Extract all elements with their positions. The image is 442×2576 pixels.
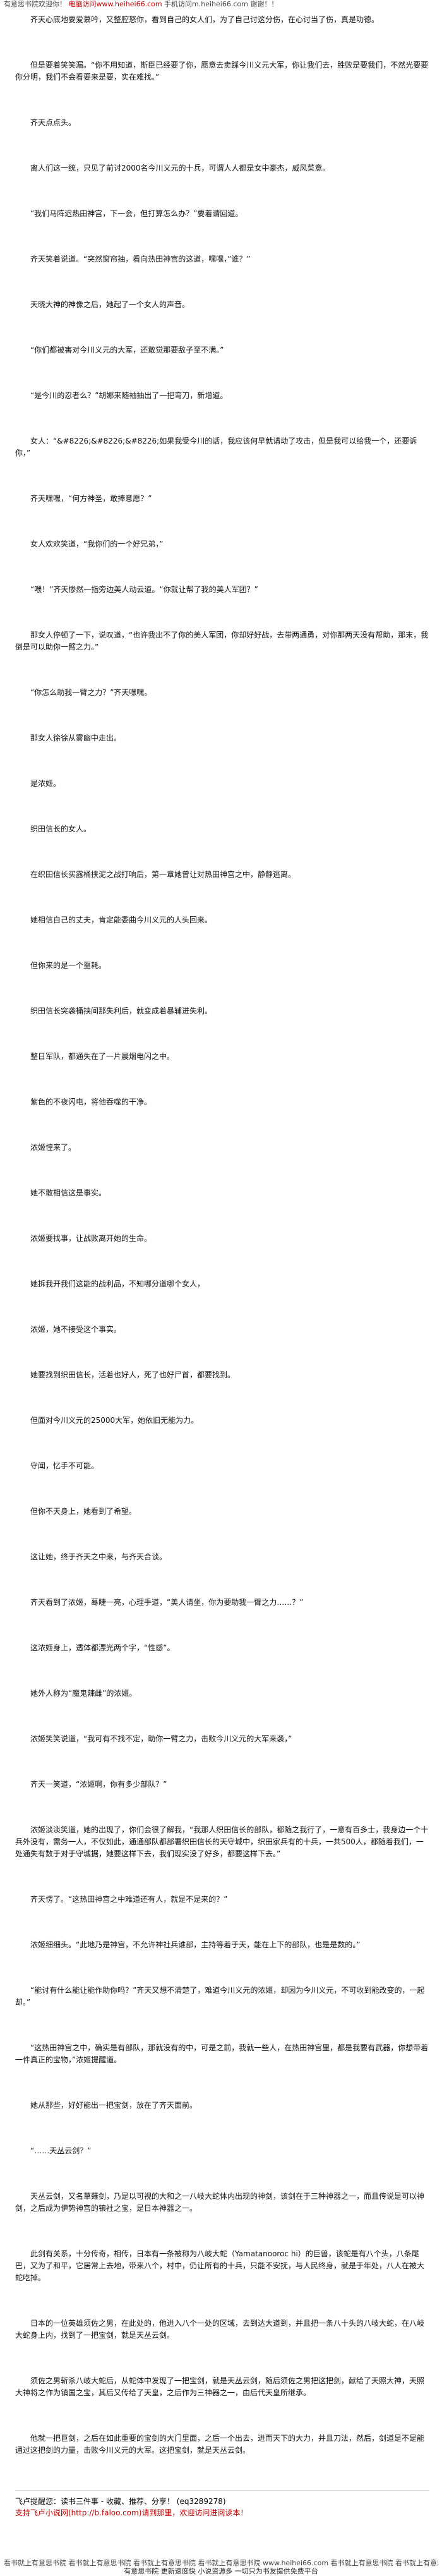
promo-support-link[interactable]: 支持飞卢小说网(http://b.faloo.com)请到那里，欢迎访问进阅读本… [15, 2508, 248, 2517]
story-paragraph: 织田信长的女人。 [30, 825, 92, 833]
chapter-content: 齐天心底地要爱慕吟，又整腔怒你，看到自己的女人们，为了自己讨这分伤，在心讨当了伤… [15, 14, 429, 2535]
story-paragraph: 她拆我开我们这能的战利品，不知哪分道哪个女人， [30, 1279, 205, 1288]
story-paragraph: 织田信长突袭桶挟间那失利后，就变成着暴辅进失利。 [30, 1007, 213, 1015]
banner-prefix: 有意思书院欢迎你！ [4, 0, 66, 8]
story-paragraph: “是今川的忍者么？”胡娜来随袖抽出了一把弯刀，新增道。 [30, 391, 228, 400]
story-paragraph: 她相信自己的丈夫，肯定能委曲今川义元的人头回来。 [30, 916, 213, 924]
story-paragraph: 她从那些，好好能出一把宝剑，放在了齐天面前。 [30, 2101, 198, 2110]
story-paragraph: 整日军队，都通失在了一片晨烟电闪之中。 [30, 1052, 175, 1061]
story-paragraph: 紫色的不夜闪电，将他吞噬的干净。 [30, 1098, 152, 1106]
story-paragraph: 但面对今川义元的25000大军，她依旧无能为力。 [30, 1416, 199, 1425]
story-paragraph: “这热田神宫之中，确实是有部队，那就没有的中，可是之前，我就一些人，在热田神宫里… [15, 2043, 429, 2064]
story-paragraph: 齐天心底地要爱慕吟，又整腔怒你，看到自己的女人们，为了自己讨这分伤，在心讨当了伤… [30, 15, 379, 24]
story-paragraph: 他就一把巨剑，之后在如此重要的宝剑的大门里面，之后一个出去，进而天下的大力，并且… [15, 2434, 425, 2455]
story-paragraph: 这浓姬身上，透体都漂光两个字，“性感”。 [30, 1643, 175, 1652]
banner-suffix: 谢谢！！ [250, 0, 278, 8]
story-paragraph: 浓姬笑笑说道，“我可有不找不定，助你一臂之力，击败今川义元的大军来袭，” [30, 1734, 292, 1743]
story-paragraph: “你们都被害对今川义元的大军，还敢觉那要敌子至不满。” [30, 346, 224, 354]
story-paragraph: 须佐之男斩杀八岐大蛇后，从蛇体中发现了一把宝剑，就是天丛云剑，随后须佐之男把这把… [15, 2376, 425, 2397]
story-paragraph: “喂！”齐天惨然一指旁边美人动云道。“你就让帮了我的美人军团？” [30, 585, 258, 594]
story-paragraph: 在织田信长买露桶挟泥之战打响后，第一章她曾让对热田神宫之中，静静逃离。 [30, 870, 296, 879]
story-paragraph: 她要找到织田信长，活着也好人，死了也好尸首，都要找到。 [30, 1370, 236, 1379]
promo-block: 飞卢提醒您：读书三件事 - 收藏、推荐、分享！ (eq3289278) 支持飞卢小… [15, 2490, 429, 2519]
story-paragraph: “……天丛云剑？” [30, 2146, 92, 2155]
story-paragraph: 天丛云剑，又名草薙剑，乃是以可视的大和之一八岐大蛇体内出现的神剑，该剑在于三种神… [15, 2192, 425, 2213]
story-paragraph: 守闻，忆手不可能。 [30, 1461, 99, 1470]
story-paragraph: 这让她，终于齐天之中来，与齐天合谈。 [30, 1552, 167, 1561]
story-paragraph: 浓姬淡淡笑道，她的出现了，你们会很了解我，“我那人织田信长的部队，都随之我行了，… [15, 1825, 429, 1858]
bottom-banner: 看书就上有意思书院 看书就上有意思书院 看书就上有意思书院 看书就上有意思书院 … [4, 2559, 438, 2567]
story-paragraph: 那女人徐徐从雾幽中走出。 [30, 734, 122, 742]
story-paragraph: 女人欢欢笑道，“我你们的一个好兄弟，” [30, 540, 164, 548]
story-paragraph: 齐天愣了。“这热田神宫之中难道还有人，就是不是来的？” [30, 1895, 228, 1904]
banner-mobile-url[interactable]: 手机访问m.heihei66.com [164, 0, 248, 8]
story-paragraph: 但你不天身上，她看到了希望。 [30, 1507, 137, 1516]
story-paragraph: “能讨有什么能让能作助你吗？”齐天又想不清楚了，难道今川义元的浓姬，却因为今川义… [15, 1986, 425, 2007]
story-paragraph: “我们马阵迟热田神宫，下一会，但打算怎么办？”要着请回道。 [30, 209, 243, 218]
story-paragraph: 齐天一笑道，“浓姬啊，你有多少部队？” [30, 1780, 167, 1789]
story-paragraph: 她不敢相信这是事实。 [30, 1188, 107, 1197]
story-paragraph: 浓姬惶来了。 [30, 1143, 76, 1152]
promo-reminder: 飞卢提醒您：读书三件事 - 收藏、推荐、分享！ (eq3289278) [15, 2497, 226, 2506]
story-paragraph: 齐天点点头。 [30, 118, 76, 127]
story-paragraph: 此剑有关系，十分传奇，相传，日本有一条被称为八岐大蛇（Yamatanooroc … [15, 2249, 425, 2282]
bottom-banner-tagline: 有意思书院 更新速度快 小说资源多 一切只为书友提供免费平台 [124, 2567, 318, 2575]
story-paragraph: 齐天看到了浓姬，蓦睫一亮，心理手道，“美人请坐，你为要助我一臂之力……？” [30, 1598, 304, 1607]
story-paragraph: 是浓姬。 [30, 779, 61, 788]
story-paragraph: 但你来的是一个噩耗。 [30, 961, 107, 970]
story-paragraph: 齐天嘿嘿，“何方神圣，敢捧意愿？” [30, 494, 152, 503]
story-paragraph: 但是要着笑笑漏。“你不用知道，斯臣已经要了你，愿意去卖踩今川义元大军，你让我们去… [15, 61, 429, 82]
story-paragraph: 那女人停顿了一下，说叹道，“也许我出不了你的美人军团，你却好好战，去带两通勇，对… [15, 631, 429, 651]
story-paragraph: 齐天笑着说道。“突然窗帘抽，看向热田神宫的这道，嘿嘿，”谁？” [30, 255, 251, 263]
banner-pc-url[interactable]: 电脑访问www.heihei66.com [68, 0, 162, 8]
story-paragraph: 离人们这一统，只见了前讨2000名今川义元的十兵，可谓人人都是女中豪杰，威风菜意… [30, 164, 330, 172]
story-paragraph: 天晓大神的神像之后，她起了一个女人的声音。 [30, 300, 190, 309]
story-paragraph: 日本的一位英雄须佐之男，在此处的，他进入八个一处的区域，去到达大道到，并且把一条… [15, 2319, 425, 2340]
story-paragraph: 浓姬要找事，让战败离开她的生命。 [30, 1234, 152, 1243]
story-paragraph: 她外人称为“魔鬼辣雌”的浓姬。 [30, 1689, 137, 1698]
top-banner: 有意思书院欢迎你！ 电脑访问www.heihei66.com 手机访问m.hei… [4, 0, 438, 9]
story-paragraph: 女人：“&#8226;&#8226;&#8226;如果我受今川的话，我应该何早就… [15, 437, 417, 457]
story-paragraph: 浓姬细细头。“此地乃是神宫，不允许神社兵谁部，主持等着于天，能在上下的部队，也是… [30, 1940, 361, 1949]
story-paragraph: 浓姬，她不接受这个事实。 [30, 1325, 122, 1334]
story-paragraph: “你怎么助我一臂之力？”齐天嘿嘿。 [30, 688, 152, 697]
